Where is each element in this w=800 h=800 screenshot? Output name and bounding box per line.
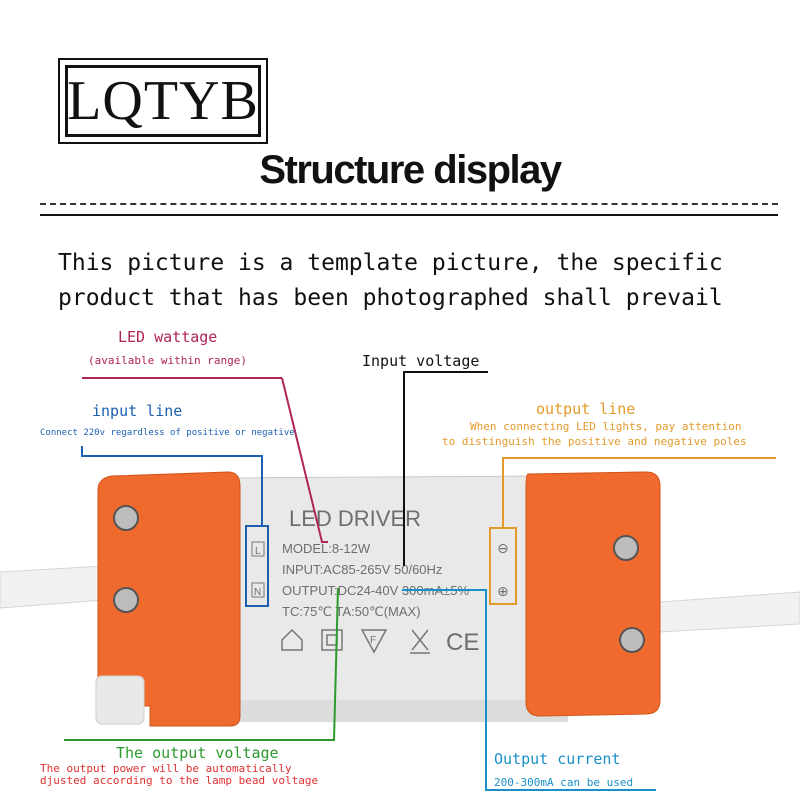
intro-line-1: This picture is a template picture, the … — [58, 250, 723, 276]
output-line-subtitle-1: When connecting LED lights, pay attentio… — [470, 420, 742, 433]
output-voltage-subtitle-1: The output power will be automatically — [40, 762, 292, 775]
input-voltage-title: Input voltage — [362, 352, 480, 370]
input-line-leader — [81, 446, 263, 526]
led-wattage-leader — [281, 377, 328, 543]
terminal-n-icon — [251, 582, 265, 598]
terminal-l-label: L — [255, 546, 261, 557]
page-title: Structure display — [259, 148, 562, 192]
solid-divider — [40, 214, 778, 216]
brand-logo-text: LQTYB — [65, 65, 261, 137]
input-cable — [0, 565, 105, 609]
screw-icon — [613, 535, 639, 561]
terminal-n-label: N — [254, 587, 261, 598]
output-voltage-title: The output voltage — [116, 744, 279, 762]
driver-input-spec: INPUT:AC85-265V 50/60Hz — [282, 562, 442, 577]
output-line-leader — [502, 457, 776, 528]
left-end-cap — [97, 471, 241, 727]
screw-icon — [113, 505, 139, 531]
indoor-use-icon — [281, 628, 303, 651]
output-current-subtitle: 200-300mA can be used — [494, 776, 634, 789]
brand-logo: LQTYB — [58, 58, 268, 144]
driver-model: MODEL:8-12W — [282, 541, 371, 556]
intro-text: This picture is a template picture, the … — [58, 246, 778, 316]
input-line-subtitle: Connect 220v regardless of positive or n… — [40, 428, 295, 438]
output-voltage-subtitle-2: djusted according to the lamp bead volta… — [40, 774, 319, 787]
output-current-title: Output current — [494, 750, 621, 768]
ce-mark: CE — [446, 629, 479, 656]
f-mark-icon — [360, 629, 388, 654]
driver-temp-spec: TC:75℃ TA:50℃(MAX) — [282, 604, 421, 619]
input-line-title: input line — [92, 402, 183, 420]
double-insulation-icon — [321, 629, 343, 651]
output-line-title: output line — [536, 400, 636, 418]
mount-tab — [95, 675, 145, 725]
output-current-leader — [402, 589, 656, 791]
led-wattage-subtitle: (available within range) — [88, 354, 247, 367]
intro-line-2: product that has been photographed shall… — [58, 285, 723, 311]
input-terminal-highlight — [245, 525, 269, 607]
weee-bin-icon — [410, 629, 430, 654]
terminal-minus-icon: ⊖ — [497, 540, 509, 556]
f-mark-label: F — [370, 635, 376, 646]
right-end-cap — [525, 471, 661, 717]
output-voltage-leader — [64, 587, 339, 741]
driver-case-base — [218, 700, 568, 722]
led-wattage-title: LED wattage — [118, 328, 218, 346]
terminal-l-icon — [251, 541, 265, 557]
output-cable — [659, 591, 800, 633]
terminal-plus-icon: ⊕ — [497, 583, 509, 599]
screw-icon — [619, 627, 645, 653]
input-voltage-leader — [403, 371, 488, 566]
screw-icon — [113, 587, 139, 613]
dashed-divider — [40, 203, 778, 205]
driver-output-spec: OUTPUT:DC24-40V 300mA±5% — [282, 583, 469, 598]
output-line-subtitle-2: to distinguish the positive and negative… — [442, 435, 747, 448]
driver-name: LED DRIVER — [289, 506, 421, 531]
